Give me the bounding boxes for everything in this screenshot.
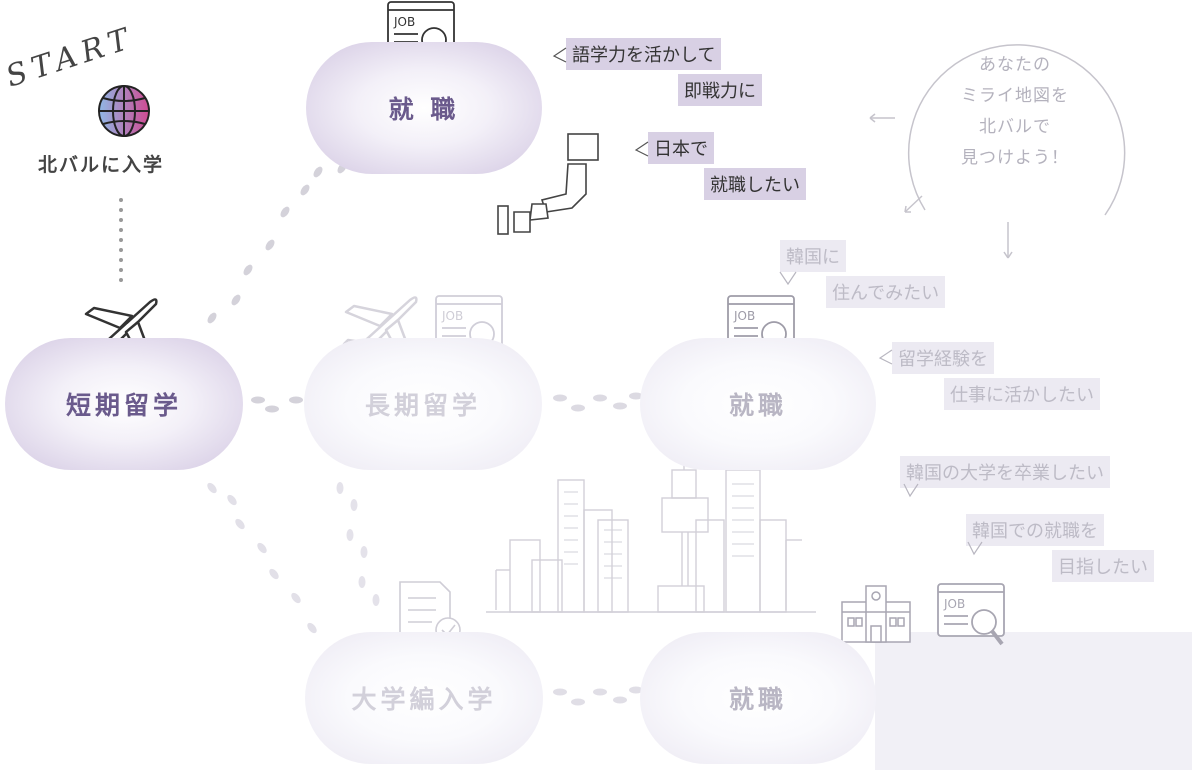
callout-top2-line1: 日本で [648,132,714,164]
job-sign-text: JOB [393,15,415,29]
callout-top2-line2: 就職したい [704,168,806,200]
node-job-mid[interactable]: 就職 [640,338,876,470]
node-transfer-label: 大学編入学 [351,685,497,714]
node-job-bottom-label: 就職 [728,685,787,714]
svg-text:JOB: JOB [733,309,755,323]
mirai-circle-line: 見つけよう！ [961,148,1069,168]
mirai-circle [869,44,1126,259]
callout-bot1-line1: 韓国の大学を卒業したい [900,456,1110,488]
node-short-study-label: 短期留学 [65,391,182,420]
node-long-study[interactable]: 長期留学 [304,338,542,470]
callout-mid1-line1: 韓国に [780,240,846,272]
job-search-icon: JOB [387,1,455,64]
svg-text:JOB: JOB [943,597,965,611]
mirai-circle-line: 北バルで [979,117,1051,137]
callout-mid2-line2: 仕事に活かしたい [944,378,1100,410]
node-transfer[interactable]: 大学編入学 [305,632,543,764]
start-label: 北バルに入学 [38,154,165,176]
background-band [875,632,1192,770]
footprint-trail-to-bottom-job [553,686,643,706]
callout-bot2-line2: 目指したい [1052,550,1154,582]
mirai-circle-text: あなたの ミライ地図を 北バルで 見つけよう！ [915,50,1115,174]
node-short-study[interactable]: 短期留学 [5,338,243,470]
callout-top1-line2: 即戦力に [678,74,762,106]
footprint-trail-to-transfer-a [207,482,317,634]
school-building-icon [841,585,911,643]
callout-top1-line1: 語学力を活かして [566,38,722,70]
footprint-trail-to-mid-job [553,392,643,412]
node-job-mid-label: 就職 [728,391,787,420]
callout-bot2-line1: 韓国での就職を [966,514,1104,546]
node-long-study-label: 長期留学 [364,391,481,420]
job-search-icon-bottom: JOB [937,583,1005,646]
footprint-trail-to-top-job [207,162,347,324]
node-job-top-label: 就 職 [388,95,460,124]
svg-text:JOB: JOB [441,309,463,323]
globe-icon [98,85,150,137]
city-skyline-icon [486,434,816,613]
callout-mid1-line2: 住んでみたい [826,276,946,308]
start-dotted-line [119,198,123,282]
mirai-circle-line: ミライ地図を [961,86,1069,106]
footprint-trail-to-transfer-b [336,482,380,606]
node-job-bottom[interactable]: 就職 [640,632,876,764]
japan-map-icon [497,133,599,235]
node-job-top[interactable]: 就 職 [306,42,542,174]
mirai-circle-line: あなたの [979,55,1051,75]
callout-mid2-line1: 留学経験を [892,342,994,374]
